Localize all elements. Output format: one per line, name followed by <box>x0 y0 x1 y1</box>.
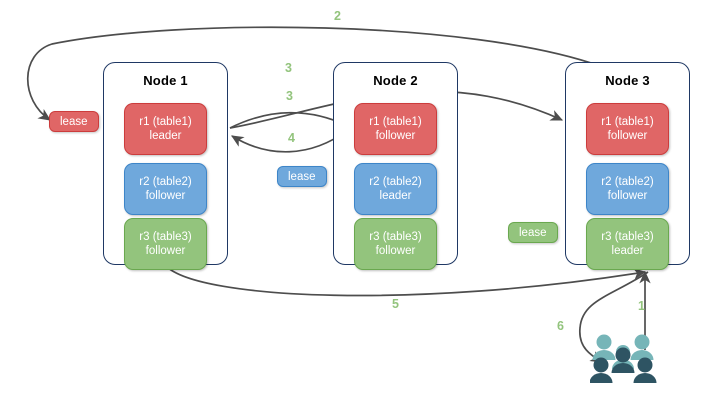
edge-label-5: 5 <box>392 297 399 311</box>
lease-badge-r2[interactable]: lease <box>277 166 327 187</box>
edge-label-2: 2 <box>334 9 341 23</box>
replica-node2-r2[interactable]: r2 (table2) leader <box>354 163 437 215</box>
replica-name: r1 (table1) <box>139 116 192 128</box>
replica-name: r1 (table1) <box>369 116 422 128</box>
users-icon <box>590 334 657 383</box>
replica-role: follower <box>145 190 186 202</box>
replica-role: leader <box>379 190 412 202</box>
edge-3-mid-path <box>229 111 350 129</box>
lease-badge-r1[interactable]: lease <box>49 111 99 132</box>
replica-role: follower <box>375 245 416 257</box>
replica-name: r2 (table2) <box>369 176 422 188</box>
replica-name: r3 (table3) <box>139 231 192 243</box>
node-title: Node 1 <box>143 73 188 88</box>
lease-badge-r3[interactable]: lease <box>508 222 558 243</box>
edge-5-path <box>165 265 647 297</box>
node-title: Node 2 <box>373 73 418 88</box>
edge-label-4: 4 <box>288 131 295 145</box>
replica-node1-r3[interactable]: r3 (table3) follower <box>124 218 207 270</box>
replica-role: follower <box>375 130 416 142</box>
replica-name: r2 (table2) <box>601 176 654 188</box>
replica-node3-r1[interactable]: r1 (table1) follower <box>586 103 669 155</box>
replica-node2-r1[interactable]: r1 (table1) follower <box>354 103 437 155</box>
replica-node2-r3[interactable]: r3 (table3) follower <box>354 218 437 270</box>
replica-name: r1 (table1) <box>601 116 654 128</box>
replica-name: r3 (table3) <box>601 231 654 243</box>
edge-label-6: 6 <box>557 319 564 333</box>
node-box-node2[interactable]: Node 2 r1 (table1) follower r2 (table2) … <box>333 62 458 270</box>
replica-node3-r3[interactable]: r3 (table3) leader <box>586 218 669 270</box>
replica-name: r3 (table3) <box>369 231 422 243</box>
replica-node1-r1[interactable]: r1 (table1) leader <box>124 103 207 155</box>
replica-role: follower <box>145 245 186 257</box>
replica-node1-r2[interactable]: r2 (table2) follower <box>124 163 207 215</box>
edge-label-1: 1 <box>638 299 645 313</box>
edge-label-3-top: 3 <box>285 61 292 75</box>
replica-role: leader <box>611 245 644 257</box>
replica-name: r2 (table2) <box>139 176 192 188</box>
replica-role: follower <box>607 190 648 202</box>
replica-node3-r2[interactable]: r2 (table2) follower <box>586 163 669 215</box>
node-box-node3[interactable]: Node 3 r1 (table1) follower r2 (table2) … <box>565 62 690 270</box>
node-title: Node 3 <box>605 73 650 88</box>
edge-label-3-mid: 3 <box>286 89 293 103</box>
replica-role: leader <box>149 130 182 142</box>
node-box-node1[interactable]: Node 1 r1 (table1) leader r2 (table2) fo… <box>103 62 228 270</box>
replica-role: follower <box>607 130 648 142</box>
